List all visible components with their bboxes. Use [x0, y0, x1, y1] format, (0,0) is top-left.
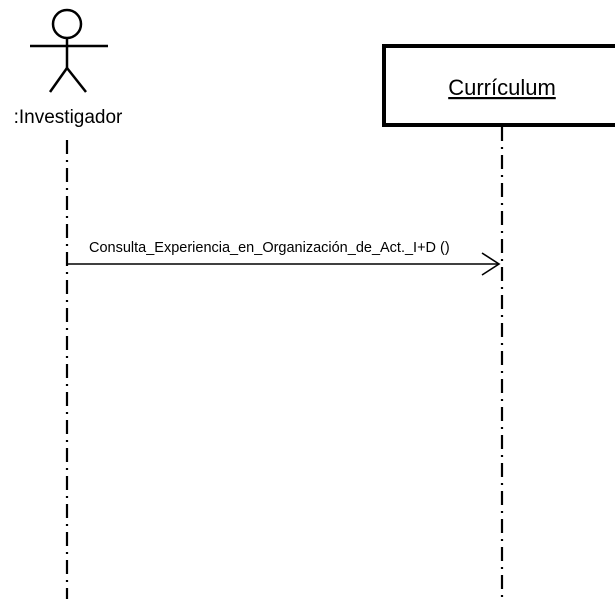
- message-arrow: [67, 252, 501, 276]
- arrowhead-icon: [481, 252, 501, 276]
- actor-left-leg: [48, 67, 69, 93]
- object-box: [382, 44, 615, 127]
- actor-head: [51, 8, 83, 40]
- actor-stick-figure-icon: [30, 8, 108, 93]
- actor-label: :Investigador: [14, 107, 123, 128]
- actor-right-leg: [66, 67, 87, 93]
- object-label: Currículum: [448, 75, 556, 100]
- message-label: Consulta_Experiencia_en_Organización_de_…: [89, 240, 450, 256]
